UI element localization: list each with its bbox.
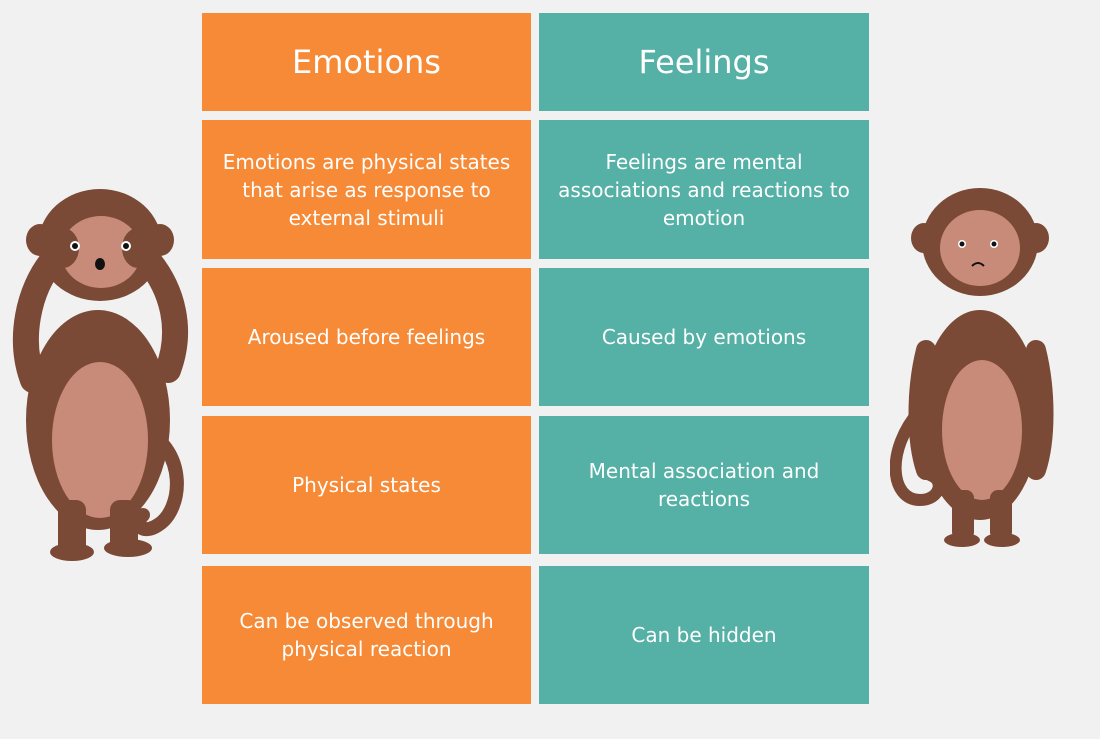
monkey-standing-sad-icon	[890, 188, 1054, 547]
emotions-cell-order: Aroused before feelings	[202, 268, 531, 406]
monkey-covering-eyes-icon	[12, 189, 189, 561]
emotions-header: Emotions	[202, 13, 531, 111]
emotions-cell-nature: Physical states	[202, 416, 531, 554]
feelings-header: Feelings	[539, 13, 869, 111]
feelings-cell-definition: Feelings are mental associations and rea…	[539, 120, 869, 259]
feelings-cell-order: Caused by emotions	[539, 268, 869, 406]
emotions-cell-visibility: Can be observed through physical reactio…	[202, 566, 531, 704]
feelings-cell-nature: Mental association and reactions	[539, 416, 869, 554]
feelings-cell-visibility: Can be hidden	[539, 566, 869, 704]
emotions-cell-definition: Emotions are physical states that arise …	[202, 120, 531, 259]
